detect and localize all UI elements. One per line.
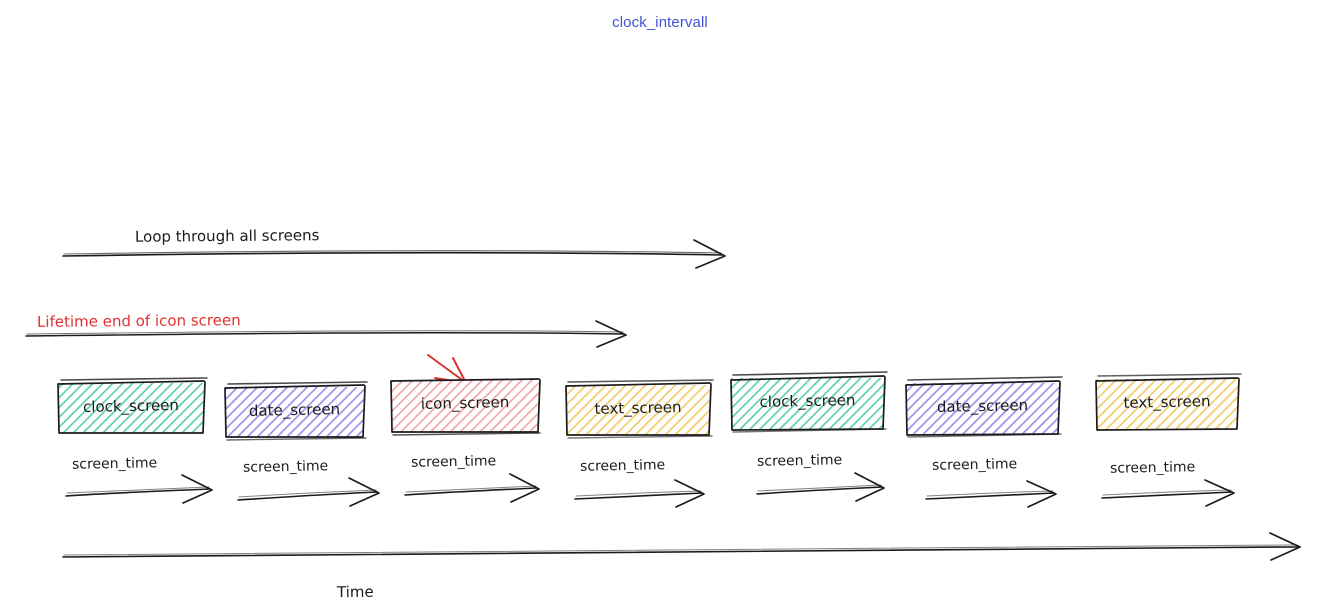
screen-time-label-3: screen_time [410,453,497,471]
screen-time-label-1: screen_time [71,455,158,473]
screen-time-label-2: screen_time [242,458,329,476]
screen-box-text-screen-1[interactable] [565,379,714,439]
time-axis-arrow [62,532,1301,561]
loop-through-all-screens-arrow [62,239,726,269]
screen-label-box-4[interactable]: text_screen [566,385,710,435]
screen-label-box-6[interactable]: date_screen [906,383,1059,434]
screen-label-text-screen-1: text_screen [594,398,682,418]
screen-time-label-6: screen_time [931,456,1018,474]
screen-box-date-screen-1[interactable] [224,381,368,441]
screen-boxes-layer [57,371,1242,441]
screen-time-label-7: screen_time [1109,459,1196,477]
screen-time-arrow-3 [404,473,540,503]
screen-label-clock-screen-2: clock_screen [759,390,856,412]
screen-box-date-screen-2[interactable] [905,376,1063,438]
screen-box-clock-screen-2[interactable] [730,371,888,433]
screen-label-box-3[interactable]: icon_screen [391,380,539,432]
screen-box-icon-screen[interactable] [390,378,541,436]
screen-time-arrow-1 [65,474,213,504]
screen-label-box-1[interactable]: clock_screen [58,383,204,433]
screen-label-icon-screen: icon_screen [420,393,510,413]
screen-box-clock-screen-1[interactable] [57,377,208,434]
screen-label-date-screen-2: date_screen [936,396,1029,416]
screen-time-arrow-6 [925,480,1057,508]
screen-label-clock-screen-1: clock_screen [82,395,180,417]
screen-time-arrows-layer [65,472,1235,508]
screen-time-arrow-2 [237,477,380,507]
page-title: clock_intervall [612,14,708,31]
screen-time-arrow-5 [756,472,885,502]
lifetime-end-arrow [25,320,627,348]
lifetime-arrow-label: Lifetime end of icon screen [36,311,241,331]
red-pointer-arrow [427,354,467,384]
screen-label-date-screen-1: date_screen [248,400,341,420]
loop-arrow-label: Loop through all screens [134,226,320,246]
time-axis-label: Time [336,582,374,602]
screen-box-text-screen-2[interactable] [1095,373,1242,431]
screen-label-text-screen-2: text_screen [1123,392,1211,412]
screen-time-arrow-7 [1101,479,1235,507]
screen-time-arrow-4 [574,479,705,508]
screen-label-box-5[interactable]: clock_screen [731,378,884,429]
screen-time-label-4: screen_time [579,457,666,475]
screen-label-box-2[interactable]: date_screen [225,387,364,437]
screen-label-box-7[interactable]: text_screen [1096,379,1238,429]
screen-time-label-5: screen_time [756,452,843,470]
